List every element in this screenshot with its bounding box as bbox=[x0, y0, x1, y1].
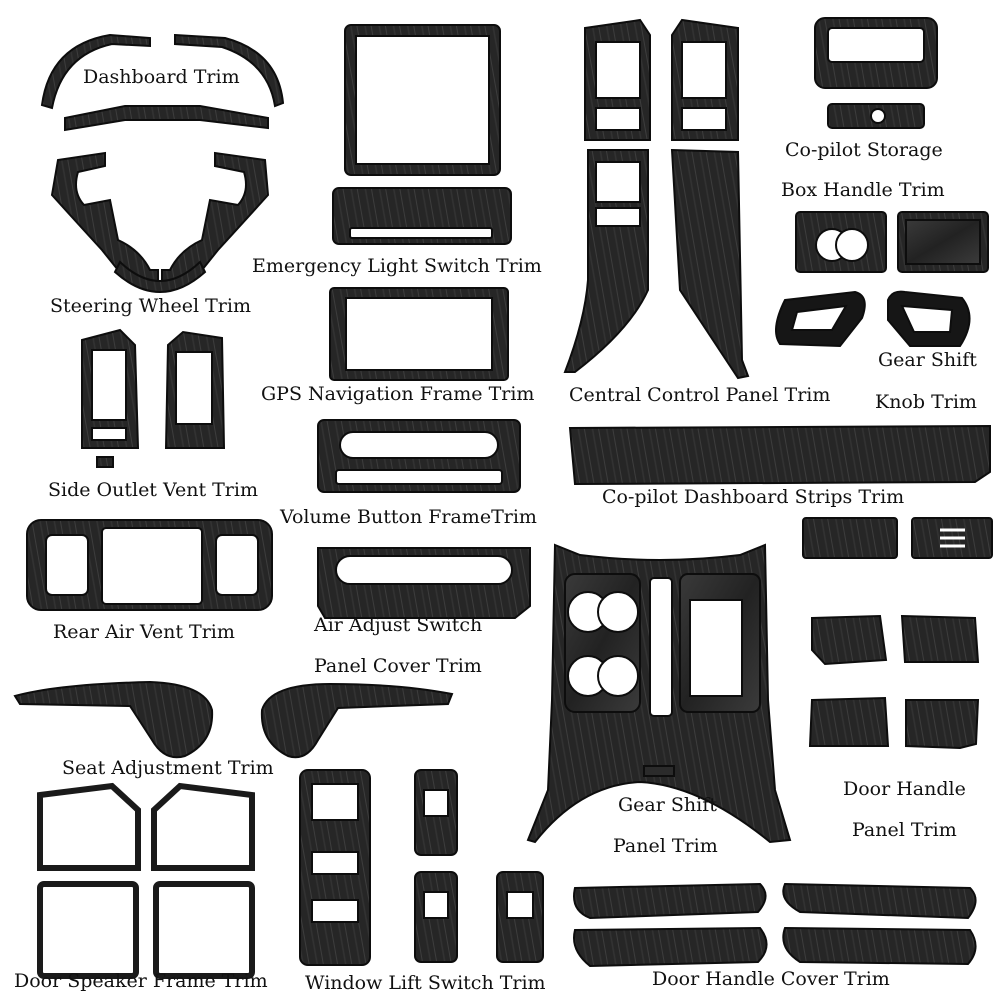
label-box-handle-trim: Box Handle Trim bbox=[781, 179, 945, 201]
central-control-panel-trim-part bbox=[563, 18, 750, 380]
label-door-handle-panel-trim: Panel Trim bbox=[852, 819, 957, 841]
label-rear-air-vent-trim: Rear Air Vent Trim bbox=[53, 621, 235, 643]
gps-navigation-frame-trim-part bbox=[329, 287, 509, 381]
rear-air-vent-trim-part bbox=[26, 519, 273, 611]
gear-shift-panel-trim-part bbox=[526, 543, 792, 844]
label-door-handle-cover-trim: Door Handle Cover Trim bbox=[652, 968, 890, 990]
label-central-control-panel-trim: Central Control Panel Trim bbox=[569, 384, 831, 406]
label-copilot-dashboard-strips-trim: Co-pilot Dashboard Strips Trim bbox=[602, 486, 905, 508]
label-emergency-light-switch-trim: Emergency Light Switch Trim bbox=[252, 255, 542, 277]
gear-shift-knob-trim-part bbox=[775, 211, 989, 348]
door-handle-panel-trim-part bbox=[808, 614, 980, 750]
label-gear-shift-knob-2: Knob Trim bbox=[875, 391, 977, 413]
label-seat-adjustment-trim: Seat Adjustment Trim bbox=[62, 757, 274, 779]
emergency-light-switch-trim-part bbox=[332, 187, 512, 245]
label-door-speaker-frame-trim: Door Speaker Frame Trim bbox=[14, 970, 268, 992]
gps-screen-frame-part bbox=[344, 24, 501, 176]
label-gear-shift-knob-1: Gear Shift bbox=[878, 349, 977, 371]
label-dashboard-trim: Dashboard Trim bbox=[83, 66, 240, 88]
window-lift-switch-trim-part bbox=[299, 769, 544, 966]
seat-adjustment-trim-part bbox=[13, 680, 454, 759]
label-volume-button-frame-trim: Volume Button FrameTrim bbox=[280, 506, 537, 528]
label-gps-navigation-frame-trim: GPS Navigation Frame Trim bbox=[261, 383, 535, 405]
air-adjust-switch-panel-part bbox=[317, 547, 531, 619]
door-speaker-frame-trim-part bbox=[37, 782, 255, 979]
label-panel-cover-trim: Panel Cover Trim bbox=[314, 655, 482, 677]
copilot-storage-box-handle-trim-part bbox=[814, 17, 938, 129]
copilot-dashboard-strips-trim-part bbox=[568, 424, 993, 559]
steering-wheel-trim-part bbox=[50, 151, 270, 293]
door-handle-cover-trim-part bbox=[573, 882, 977, 968]
dashboard-trim-part bbox=[40, 33, 285, 132]
label-copilot-storage: Co-pilot Storage bbox=[785, 139, 943, 161]
volume-button-frame-trim-part bbox=[317, 419, 521, 493]
label-gear-shift-panel-1: Gear Shift bbox=[618, 794, 717, 816]
side-outlet-vent-trim-part bbox=[81, 328, 226, 468]
label-side-outlet-vent-trim: Side Outlet Vent Trim bbox=[48, 479, 258, 501]
label-steering-wheel-trim: Steering Wheel Trim bbox=[50, 295, 251, 317]
label-door-handle: Door Handle bbox=[843, 778, 966, 800]
label-air-adjust-switch: Air Adjust Switch bbox=[314, 614, 483, 636]
label-gear-shift-panel-2: Panel Trim bbox=[613, 835, 718, 857]
label-window-lift-switch-trim: Window Lift Switch Trim bbox=[305, 972, 546, 994]
